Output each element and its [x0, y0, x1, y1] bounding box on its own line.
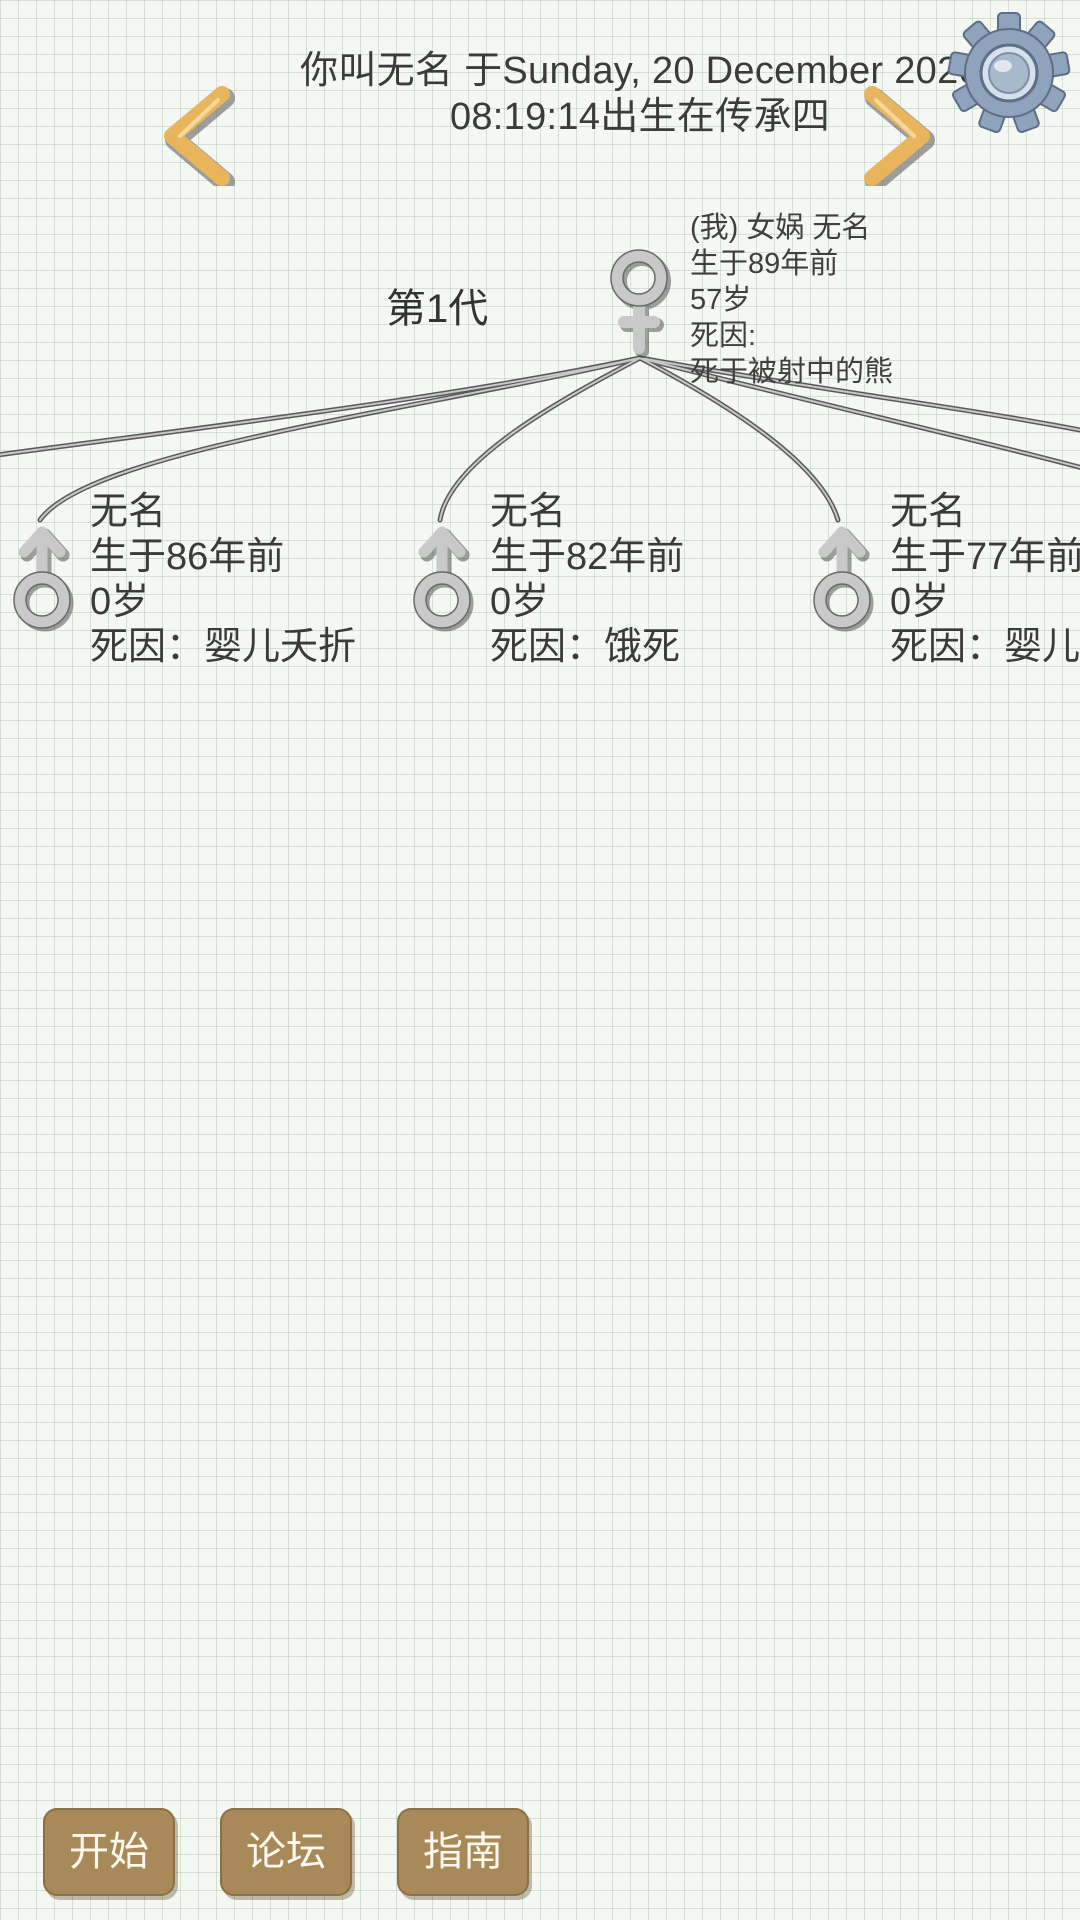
birth-info-line1: 你叫无名 于Sunday, 20 December 2020: [300, 50, 980, 92]
child-death: 死因：饿死: [490, 626, 681, 668]
child-name: 无名: [490, 491, 567, 533]
male-symbol-icon[interactable]: [408, 520, 478, 632]
forum-button[interactable]: 论坛: [220, 1808, 352, 1896]
female-symbol-icon[interactable]: [606, 244, 676, 358]
start-button[interactable]: 开始: [43, 1808, 175, 1896]
generation-label: 第1代: [386, 287, 489, 331]
child-age: 0岁: [490, 581, 550, 623]
me-death-label: 死因:: [690, 320, 757, 352]
gear-icon[interactable]: [946, 10, 1072, 136]
me-death-cause: 死于被射中的熊: [690, 356, 894, 388]
child-name: 无名: [90, 491, 167, 533]
me-title: (我) 女娲 无名: [690, 212, 871, 244]
child-born: 生于77年前: [890, 536, 1080, 578]
child-death: 死因：婴儿夭折: [890, 626, 1080, 668]
child-age: 0岁: [90, 581, 150, 623]
me-age: 57岁: [690, 284, 752, 316]
child-name: 无名: [890, 491, 967, 533]
male-symbol-icon[interactable]: [808, 520, 878, 632]
child-info: 无名 生于77年前 0岁 死因：婴儿夭折: [890, 490, 1080, 670]
child-born: 生于86年前: [90, 536, 285, 578]
child-info: 无名 生于86年前 0岁 死因：婴儿夭折: [90, 490, 356, 670]
child-info: 无名 生于82年前 0岁 死因：饿死: [490, 490, 684, 670]
male-symbol-icon[interactable]: [8, 520, 78, 632]
me-info: (我) 女娲 无名 生于89年前 57岁 死因: 死于被射中的熊: [690, 210, 893, 390]
child-born: 生于82年前: [490, 536, 685, 578]
birth-info-line2: 08:19:14出生在传承四: [449, 96, 831, 138]
birth-info-header: 你叫无名 于Sunday, 20 December 2020 08:19:14出…: [250, 48, 1030, 140]
guide-button[interactable]: 指南: [397, 1808, 529, 1896]
me-born: 生于89年前: [690, 248, 839, 280]
child-age: 0岁: [890, 581, 950, 623]
chevron-left-icon[interactable]: [158, 86, 244, 186]
chevron-right-icon[interactable]: [850, 86, 936, 186]
child-death: 死因：婴儿夭折: [90, 626, 357, 668]
